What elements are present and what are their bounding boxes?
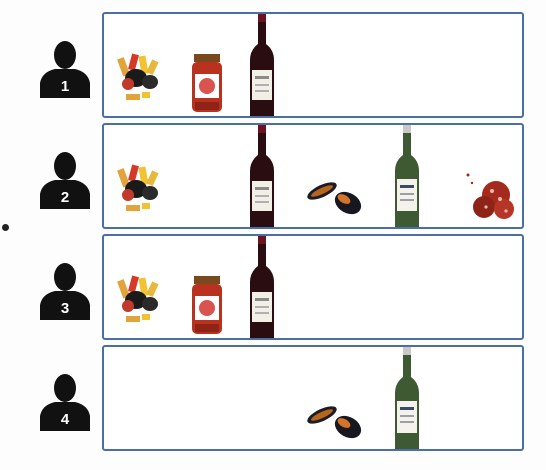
person-row: 1 bbox=[0, 12, 546, 118]
pasta-icon bbox=[116, 52, 162, 104]
bullet-dot bbox=[2, 224, 9, 231]
red-wine-bottle-icon bbox=[248, 236, 276, 338]
basket-box bbox=[102, 123, 524, 229]
person-silhouette-icon: 4 bbox=[38, 371, 92, 431]
white-wine-bottle-icon bbox=[392, 125, 422, 227]
person-number: 2 bbox=[61, 189, 69, 206]
pasta-icon bbox=[116, 163, 162, 215]
person-row: 3 bbox=[0, 234, 546, 340]
mussels-icon bbox=[304, 399, 366, 441]
red-wine-bottle-icon bbox=[248, 14, 276, 116]
person-row: 2 bbox=[0, 123, 546, 229]
person-number: 3 bbox=[61, 300, 69, 317]
person-silhouette-icon: 3 bbox=[38, 260, 92, 320]
basket-box bbox=[102, 234, 524, 340]
person-silhouette-icon: 2 bbox=[38, 149, 92, 209]
basket-box bbox=[102, 12, 524, 118]
red-wine-bottle-icon bbox=[248, 125, 276, 227]
person-number: 1 bbox=[61, 78, 69, 95]
person-row: 4 bbox=[0, 345, 546, 451]
pasta-icon bbox=[116, 274, 162, 326]
sauce-jar-icon bbox=[190, 54, 224, 114]
mussels-icon bbox=[304, 175, 366, 217]
sauce-jar-icon bbox=[190, 276, 224, 336]
basket-box bbox=[102, 345, 524, 451]
person-silhouette-icon: 1 bbox=[38, 38, 92, 98]
person-number: 4 bbox=[61, 411, 70, 428]
white-wine-bottle-icon bbox=[392, 347, 422, 449]
salami-icon bbox=[462, 169, 516, 221]
